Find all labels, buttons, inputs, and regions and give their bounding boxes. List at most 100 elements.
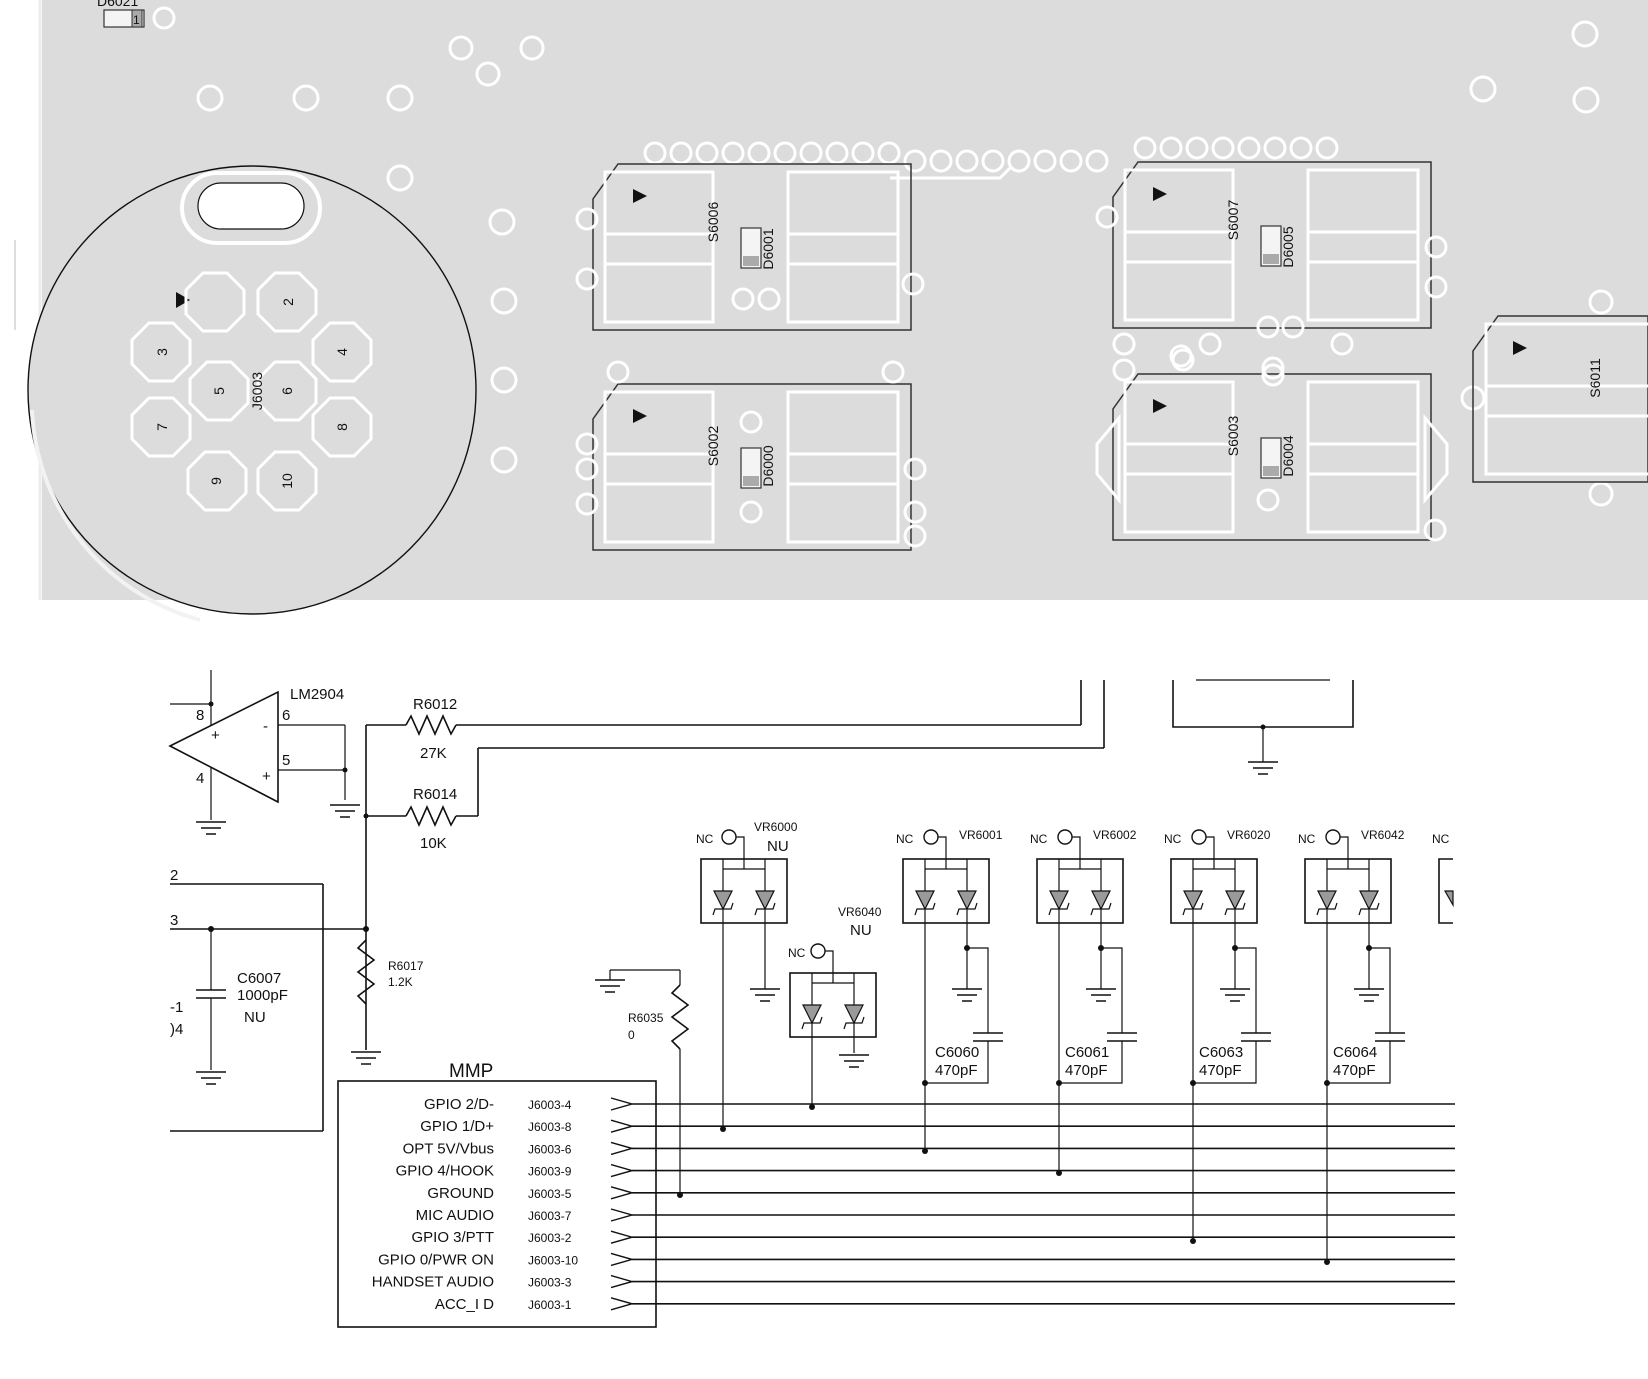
tvs-vr6020: NC VR6020 C6063 470pF <box>1164 828 1271 1244</box>
connector-label: J6003 <box>249 372 265 410</box>
part-d6021: D6021 1 <box>97 0 176 30</box>
pad-cluster <box>1112 332 1354 387</box>
mmp-connector-pin: J6003-6 <box>528 1142 572 1156</box>
diode-label: D6001 <box>760 228 776 269</box>
r6017-value: 1.2K <box>388 975 413 989</box>
cap-ref: C6060 <box>935 1044 979 1061</box>
cap-ref: C6061 <box>1065 1044 1109 1061</box>
resistor-network: R6012 27K R6014 10K <box>363 679 1354 1050</box>
tvs-vr6002: NC VR6002 C6061 470pF <box>1030 828 1137 1176</box>
r6012-value: 27K <box>420 745 447 762</box>
mmp-signal: GPIO 3/PTT <box>411 1229 494 1246</box>
cap-value: 470pF <box>935 1062 978 1079</box>
part-pin-1: 1 <box>133 13 140 27</box>
mmp-signal: GPIO 4/HOOK <box>396 1163 494 1180</box>
connector-j6003: 2 3 4 5 6 7 8 9 10 J6003 <box>27 165 477 622</box>
left-cut-1: -1 <box>170 999 183 1016</box>
pin-8: 8 <box>334 423 350 431</box>
tvs-nc: NC <box>896 832 914 846</box>
pin-7: 7 <box>154 423 170 431</box>
pin-5: 5 <box>211 387 227 395</box>
mmp-connector-pin: J6003-9 <box>528 1165 572 1179</box>
mmp-signal: GPIO 1/D+ <box>420 1118 494 1135</box>
switch-label: S6011 <box>1587 358 1603 398</box>
tvs-nc: NC <box>1432 832 1450 846</box>
r6035: R6035 0 <box>594 969 690 1198</box>
left-pin-2: 2 <box>170 867 178 884</box>
tvs-note: NU <box>850 922 872 939</box>
opamp-minus: - <box>263 718 268 735</box>
switch-label: S6002 <box>705 426 721 467</box>
c6007-note: NU <box>244 1009 266 1026</box>
pcb-board: D6021 1 <box>0 0 1648 622</box>
tvs-vr6000: NC VR6000 NU <box>696 820 798 1132</box>
c6007-ref: C6007 <box>237 970 281 987</box>
switch-label: S6006 <box>705 202 721 243</box>
mmp-connector-pin: J6003-10 <box>528 1253 578 1267</box>
mmp-connector-pin: J6003-1 <box>528 1298 572 1312</box>
mmp-title: MMP <box>449 1061 493 1082</box>
switch-s6011: S6011 <box>1472 315 1648 483</box>
mmp-signal: GPIO 0/PWR ON <box>378 1251 494 1268</box>
mmp-signal: ACC_I D <box>435 1296 494 1313</box>
left-pin-3: 3 <box>170 912 178 929</box>
mmp-signal: GROUND <box>427 1185 494 1202</box>
pin-9: 9 <box>208 477 224 485</box>
cap-value: 470pF <box>1333 1062 1376 1079</box>
tvs-note: NU <box>767 838 789 855</box>
r6014-value: 10K <box>420 835 447 852</box>
pin-2: 2 <box>280 298 296 306</box>
tvs-vr6042: NC VR6042 C6064 470pF <box>1298 828 1405 1265</box>
tvs-ref: VR6040 <box>838 905 882 919</box>
mmp-connector-pin: J6003-4 <box>528 1098 572 1112</box>
switch-label: S6003 <box>1225 416 1241 457</box>
switch-s6002: S6002 D6000 <box>575 360 927 552</box>
opamp-pin-8: 8 <box>196 707 204 724</box>
tvs-nc: NC <box>1164 832 1182 846</box>
pin-6: 6 <box>279 387 295 395</box>
r6014-ref: R6014 <box>413 786 457 803</box>
cap-value: 470pF <box>1199 1062 1242 1079</box>
pin-4: 4 <box>334 348 350 356</box>
tvs-vr6040: NC VR6040 NU <box>788 905 882 1110</box>
switch-label: S6007 <box>1225 200 1241 241</box>
mmp-connector-pin: J6003-3 <box>528 1276 572 1290</box>
opamp-lm2904: LM2904 8 6 5 4 - + + <box>168 670 361 835</box>
switch-s6007: S6007 D6005 <box>1095 160 1448 339</box>
opamp-plus-2: + <box>262 768 271 785</box>
tvs-ref: VR6020 <box>1227 828 1271 842</box>
pin-10: 10 <box>279 473 295 489</box>
tvs-vr6001: NC VR6001 C6060 470pF <box>896 828 1003 1154</box>
opamp-ref: LM2904 <box>290 686 344 703</box>
diode-label: D6005 <box>1280 226 1296 267</box>
opamp-plus: + <box>211 727 220 744</box>
tvs-partial: NC <box>1432 832 1454 924</box>
tvs-ref: VR6042 <box>1361 828 1405 842</box>
mmp-connector-pin: J6003-8 <box>528 1120 572 1134</box>
opamp-pin-6: 6 <box>282 707 290 724</box>
tvs-ref: VR6002 <box>1093 828 1137 842</box>
left-signals: 2 3 -1 )4 C6007 1000pF NU R6017 1.2K <box>170 867 424 1132</box>
mmp-signal: GPIO 2/D- <box>424 1096 494 1113</box>
r6035-ref: R6035 <box>628 1011 664 1025</box>
tvs-nc: NC <box>1030 832 1048 846</box>
vias <box>196 20 1614 507</box>
switch-s6003: S6003 D6004 <box>1095 344 1449 542</box>
cap-ref: C6063 <box>1199 1044 1243 1061</box>
mmp-signal: MIC AUDIO <box>416 1207 494 1224</box>
r6012-ref: R6012 <box>413 696 457 713</box>
tvs-nc: NC <box>788 946 806 960</box>
mmp-signal: HANDSET AUDIO <box>372 1274 494 1291</box>
mmp-connector-pin: J6003-7 <box>528 1209 572 1223</box>
opamp-pin-4: 4 <box>196 770 204 787</box>
mmp-connector-pin: J6003-5 <box>528 1187 572 1201</box>
tvs-ref: VR6001 <box>959 828 1003 842</box>
cap-value: 470pF <box>1065 1062 1108 1079</box>
cap-ref: C6064 <box>1333 1044 1377 1061</box>
mmp-connector-pin: J6003-2 <box>528 1231 572 1245</box>
mmp-signal: OPT 5V/Vbus <box>403 1140 494 1157</box>
c6007-value: 1000pF <box>237 987 288 1004</box>
